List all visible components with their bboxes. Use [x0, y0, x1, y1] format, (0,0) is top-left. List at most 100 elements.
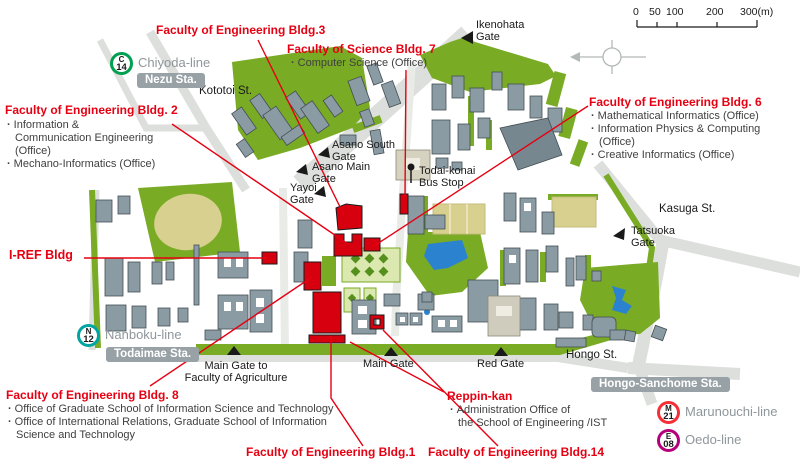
- building-eng-1: [312, 291, 342, 334]
- agriculture-gate-line2: Faculty of Agriculture: [184, 372, 288, 384]
- fountain: [424, 309, 430, 315]
- highlighted-buildings: [261, 193, 409, 344]
- building-reppin-kan: [308, 334, 346, 344]
- agriculture-gate-label: Main Gate to Faculty of Agriculture: [176, 360, 296, 384]
- main-gate-marker: [384, 347, 398, 356]
- nezu-station-badge: Nezu Sta.: [137, 73, 205, 88]
- callout-eng-bldg2-bullet1-line3: (Office): [15, 145, 51, 157]
- building-sci-7: [399, 193, 409, 215]
- scale-bar: [636, 20, 758, 28]
- asano-main-gate-line1: Asano Main: [312, 161, 371, 173]
- callout-lines: [84, 39, 589, 447]
- callout-eng-bldg6-title: Faculty of Engineering Bldg. 6: [589, 95, 762, 109]
- asano-south-gate-marker: [318, 147, 330, 158]
- building-eng-14: [369, 314, 385, 330]
- red-gate-label: Red Gate: [477, 358, 525, 370]
- callout-eng-bldg2-bullet1: Information &: [7, 119, 79, 131]
- ikenohata-gate-line1: Ikenohata: [476, 19, 525, 31]
- chiyoda-number: 14: [116, 61, 127, 73]
- asano-south-gate-line2: Gate: [332, 151, 356, 163]
- callout-eng-bldg3-title: Faculty of Engineering Bldg.3: [156, 23, 326, 37]
- callout-sci-bldg7-title: Faculty of Science Bldg. 7: [287, 42, 436, 56]
- callout-eng-bldg14-title: Faculty of Engineering Bldg.14: [428, 445, 605, 459]
- callout-eng-bldg6-bullet2-line2: (Office): [599, 136, 635, 148]
- main-gate-label: Main Gate: [363, 358, 414, 370]
- callout-eng-bldg8-bullet1: Office of Graduate School of Information…: [8, 403, 334, 415]
- todaimae-station-badge: Todaimae Sta.: [106, 347, 200, 362]
- bus-stop-label: Todai-konai Bus Stop: [419, 165, 475, 189]
- asano-south-gate-label: Asano South Gate: [332, 139, 395, 163]
- hongo-sanchome-station-badge: Hongo-Sanchome Sta.: [591, 377, 730, 392]
- callout-reppin-bullet1-line2: the School of Engineering /IST: [458, 417, 608, 429]
- chiyoda-letter: C: [118, 54, 125, 64]
- marunouchi-line-icon: M 21: [657, 401, 680, 424]
- callout-eng-bldg8-title: Faculty of Engineering Bldg. 8: [6, 388, 179, 402]
- building-eng-8: [303, 261, 322, 291]
- internal-roads: [279, 61, 416, 353]
- oedo-line-icon: E 08: [657, 429, 680, 452]
- scale-tick-0: 0: [633, 6, 639, 18]
- kasuga-street-label: Kasuga St.: [659, 203, 716, 215]
- oedo-line-label: Oedo-line: [685, 432, 742, 447]
- east-pond: [612, 286, 632, 314]
- kototoi-street-label: Kototoi St.: [199, 85, 253, 97]
- callout-eng-bldg6-bullet1: Mathematical Informatics (Office): [591, 110, 759, 122]
- callout-eng-bldg6-bullet3: Creative Informatics (Office): [591, 149, 735, 161]
- marunouchi-line-label: Marunouchi-line: [685, 404, 778, 419]
- scale-tick-200: 200: [706, 6, 724, 18]
- scale-tick-50: 50: [649, 6, 661, 18]
- asano-south-gate-line1: Asano South: [332, 139, 395, 151]
- ikenohata-gate-label: Ikenohata Gate: [476, 19, 524, 43]
- agriculture-gate-line1: Main Gate to: [204, 360, 268, 372]
- callout-eng-bldg2-title: Faculty of Engineering Bldg. 2: [5, 103, 178, 117]
- oedo-letter: E: [665, 431, 672, 441]
- bus-stop-line2: Bus Stop: [419, 177, 464, 189]
- tatsuoka-gate-line1: Tatsuoka: [631, 225, 676, 237]
- callout-sci-bldg7-bullet: Computer Science (Office): [291, 57, 427, 69]
- ponds: [424, 240, 632, 315]
- gate-markers: [227, 31, 625, 356]
- callout-eng-bldg8-bullet2: Office of International Relations, Gradu…: [8, 416, 327, 428]
- callout-reppin-title: Reppin-kan: [447, 389, 513, 403]
- asano-main-gate-label: Asano Main Gate: [312, 161, 370, 185]
- asano-main-gate-marker: [296, 164, 308, 175]
- nanboku-line-icon: N 12: [77, 324, 100, 347]
- nanboku-number: 12: [83, 333, 94, 345]
- ikenohata-gate-line2: Gate: [476, 31, 500, 43]
- nanboku-letter: N: [85, 326, 92, 336]
- callout-iref-title: I-REF Bldg: [9, 248, 73, 262]
- sports-fields: [154, 193, 597, 251]
- sanshiro-pond: [424, 240, 468, 270]
- asano-main-gate-line2: Gate: [312, 173, 336, 185]
- tatsuoka-gate-marker: [613, 228, 625, 240]
- bus-stop-icon: [407, 163, 415, 183]
- marunouchi-number: 21: [663, 410, 674, 422]
- oedo-number: 08: [663, 438, 674, 450]
- callout-eng-bldg1-title: Faculty of Engineering Bldg.1: [246, 445, 416, 459]
- marunouchi-letter: M: [665, 403, 672, 413]
- agriculture-gate-marker: [227, 346, 241, 355]
- red-gate-marker: [494, 347, 508, 356]
- yayoi-gate-line2: Gate: [290, 194, 314, 206]
- callout-reppin-bullet1: Administration Office of: [450, 404, 571, 416]
- hongo-street-label: Hongo St.: [566, 349, 618, 361]
- scale-tick-100: 100: [666, 6, 684, 18]
- nanboku-line-label: Nanboku-line: [105, 327, 182, 342]
- callout-eng-bldg2-bullet1-line2: Communication Engineering: [15, 132, 154, 144]
- scale-tick-300: 300(m): [740, 6, 774, 18]
- yayoi-gate-label: Yayoi Gate: [290, 182, 317, 206]
- bus-stop-line1: Todai-konai: [419, 165, 476, 177]
- compass-icon: [570, 40, 646, 74]
- tatsuoka-gate-label: Tatsuoka Gate: [631, 225, 675, 249]
- ikenohata-gate-marker: [461, 31, 473, 44]
- chiyoda-line-icon: C 14: [110, 52, 133, 75]
- yayoi-gate-marker: [314, 186, 326, 197]
- building-eng-6: [363, 237, 381, 252]
- courtyards: [224, 203, 531, 328]
- callout-eng-bldg6-bullet2: Information Physics & Computing: [591, 123, 761, 135]
- tatsuoka-gate-line2: Gate: [631, 237, 655, 249]
- chiyoda-line-label: Chiyoda-line: [138, 55, 211, 70]
- callout-eng-bldg8-bullet2-line2: Science and Technology: [16, 429, 136, 441]
